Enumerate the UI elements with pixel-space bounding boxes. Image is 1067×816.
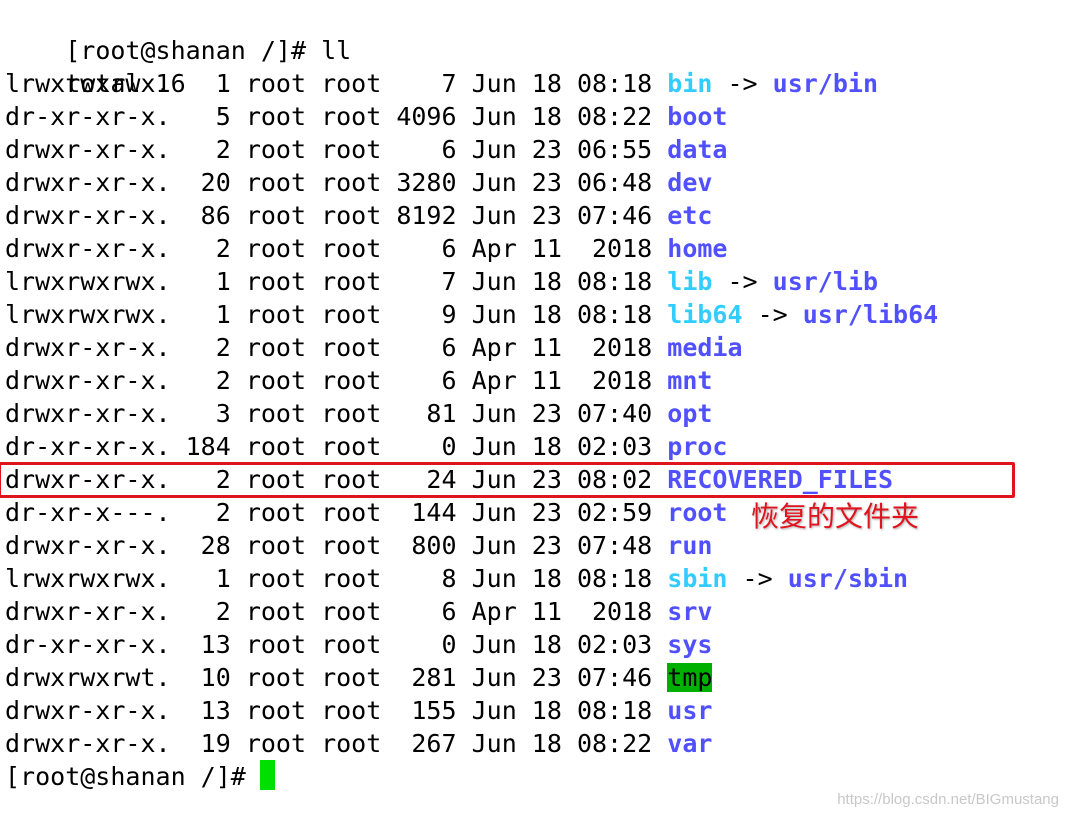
listing-row-home: drwxr-xr-x. 2 root root 6 Apr 11 2018 ho…: [5, 232, 727, 265]
annotation-label: 恢复的文件夹: [751, 500, 920, 533]
dir-name-mnt: mnt: [667, 366, 713, 395]
listing-row-etc: drwxr-xr-x. 86 root root 8192 Jun 23 07:…: [5, 199, 712, 232]
listing-row-mnt: drwxr-xr-x. 2 root root 6 Apr 11 2018 mn…: [5, 364, 712, 397]
listing-row-recovered-files: drwxr-xr-x. 2 root root 24 Jun 23 08:02 …: [5, 463, 893, 496]
listing-row-proc: dr-xr-xr-x. 184 root root 0 Jun 18 02:03…: [5, 430, 727, 463]
dir-name-data: data: [667, 135, 728, 164]
dir-name-usr: usr: [667, 696, 713, 725]
dir-name-boot: boot: [667, 102, 728, 131]
listing-row-run: drwxr-xr-x. 28 root root 800 Jun 23 07:4…: [5, 529, 712, 562]
terminal-cursor[interactable]: [259, 760, 275, 790]
row-meta: drwxr-xr-x. 2 root root 24 Jun 23 08:02: [5, 465, 668, 494]
row-meta: lrwxrwxrwx. 1 root root 9 Jun 18 08:18: [5, 300, 668, 329]
dir-name-home: home: [667, 234, 728, 263]
dir-name-dev: dev: [667, 168, 713, 197]
listing-row-sys: dr-xr-xr-x. 13 root root 0 Jun 18 02:03 …: [5, 628, 712, 661]
row-meta: drwxr-xr-x. 2 root root 6 Apr 11 2018: [5, 234, 668, 263]
listing-row-lib64: lrwxrwxrwx. 1 root root 9 Jun 18 08:18 l…: [5, 298, 938, 331]
row-meta: drwxr-xr-x. 19 root root 267 Jun 18 08:2…: [5, 729, 668, 758]
dir-name-sys: sys: [667, 630, 713, 659]
total-line: total 16: [5, 34, 185, 98]
listing-row-srv: drwxr-xr-x. 2 root root 6 Apr 11 2018 sr…: [5, 595, 712, 628]
total-text: total 16: [65, 69, 186, 98]
listing-row-root: dr-xr-x---. 2 root root 144 Jun 23 02:59…: [5, 496, 727, 529]
command-text: [root@shanan /]# ll: [65, 36, 352, 65]
row-meta: dr-xr-xr-x. 184 root root 0 Jun 18 02:03: [5, 432, 668, 461]
listing-row-boot: dr-xr-xr-x. 5 root root 4096 Jun 18 08:2…: [5, 100, 727, 133]
listing-row-opt: drwxr-xr-x. 3 root root 81 Jun 23 07:40 …: [5, 397, 712, 430]
dir-name-media: media: [667, 333, 743, 362]
dir-name-run: run: [667, 531, 713, 560]
symlink-name-bin: bin: [667, 69, 713, 98]
row-meta: drwxr-xr-x. 86 root root 8192 Jun 23 07:…: [5, 201, 668, 230]
row-meta: dr-xr-xr-x. 13 root root 0 Jun 18 02:03: [5, 630, 668, 659]
row-meta: drwxr-xr-x. 2 root root 6 Jun 23 06:55: [5, 135, 668, 164]
symlink-arrow: ->: [727, 564, 788, 593]
row-meta: drwxr-xr-x. 2 root root 6 Apr 11 2018: [5, 366, 668, 395]
row-meta: drwxrwxrwt. 10 root root 281 Jun 23 07:4…: [5, 663, 668, 692]
watermark: https://blog.csdn.net/BIGmustang: [837, 791, 1059, 808]
symlink-arrow: ->: [712, 69, 773, 98]
dir-name-tmp: tmp: [667, 663, 713, 692]
dir-name-var: var: [667, 729, 713, 758]
symlink-target-bin: usr/bin: [772, 69, 878, 98]
row-meta: dr-xr-xr-x. 5 root root 4096 Jun 18 08:2…: [5, 102, 668, 131]
row-meta: drwxr-xr-x. 20 root root 3280 Jun 23 06:…: [5, 168, 668, 197]
dir-name-etc: etc: [667, 201, 713, 230]
dir-name-proc: proc: [667, 432, 728, 461]
dir-name-recovered-files: RECOVERED_FILES: [667, 465, 894, 494]
row-meta: lrwxrwxrwx. 1 root root 7 Jun 18 08:18: [5, 267, 668, 296]
listing-row-data: drwxr-xr-x. 2 root root 6 Jun 23 06:55 d…: [5, 133, 727, 166]
listing-row-tmp: drwxrwxrwt. 10 root root 281 Jun 23 07:4…: [5, 661, 713, 694]
symlink-arrow: ->: [742, 300, 803, 329]
listing-row-var: drwxr-xr-x. 19 root root 267 Jun 18 08:2…: [5, 727, 712, 760]
symlink-name-lib64: lib64: [667, 300, 743, 329]
prompt-line[interactable]: [root@shanan /]#: [5, 760, 275, 793]
row-meta: drwxr-xr-x. 13 root root 155 Jun 18 08:1…: [5, 696, 668, 725]
row-meta: drwxr-xr-x. 2 root root 6 Apr 11 2018: [5, 597, 668, 626]
symlink-target-sbin: usr/sbin: [787, 564, 909, 593]
highlight-box: [0, 462, 1015, 498]
symlink-name-sbin: sbin: [667, 564, 728, 593]
symlink-arrow: ->: [712, 267, 773, 296]
listing-row-dev: drwxr-xr-x. 20 root root 3280 Jun 23 06:…: [5, 166, 712, 199]
dir-name-srv: srv: [667, 597, 713, 626]
dir-name-opt: opt: [667, 399, 713, 428]
prompt-text: [root@shanan /]#: [5, 762, 246, 791]
dir-name-root: root: [667, 498, 728, 527]
symlink-name-lib: lib: [667, 267, 713, 296]
listing-row-media: drwxr-xr-x. 2 root root 6 Apr 11 2018 me…: [5, 331, 743, 364]
listing-row-usr: drwxr-xr-x. 13 root root 155 Jun 18 08:1…: [5, 694, 712, 727]
row-meta: drwxr-xr-x. 3 root root 81 Jun 23 07:40: [5, 399, 668, 428]
symlink-target-lib: usr/lib: [772, 267, 878, 296]
row-meta: drwxr-xr-x. 28 root root 800 Jun 23 07:4…: [5, 531, 668, 560]
row-meta: lrwxrwxrwx. 1 root root 7 Jun 18 08:18: [5, 69, 668, 98]
symlink-target-lib64: usr/lib64: [802, 300, 939, 329]
row-meta: lrwxrwxrwx. 1 root root 8 Jun 18 08:18: [5, 564, 668, 593]
listing-row-lib: lrwxrwxrwx. 1 root root 7 Jun 18 08:18 l…: [5, 265, 878, 298]
listing-row-bin: lrwxrwxrwx. 1 root root 7 Jun 18 08:18 b…: [5, 67, 878, 100]
listing-row-sbin: lrwxrwxrwx. 1 root root 8 Jun 18 08:18 s…: [5, 562, 908, 595]
command-line: [root@shanan /]# ll: [5, 1, 351, 65]
row-meta: dr-xr-x---. 2 root root 144 Jun 23 02:59: [5, 498, 668, 527]
row-meta: drwxr-xr-x. 2 root root 6 Apr 11 2018: [5, 333, 668, 362]
